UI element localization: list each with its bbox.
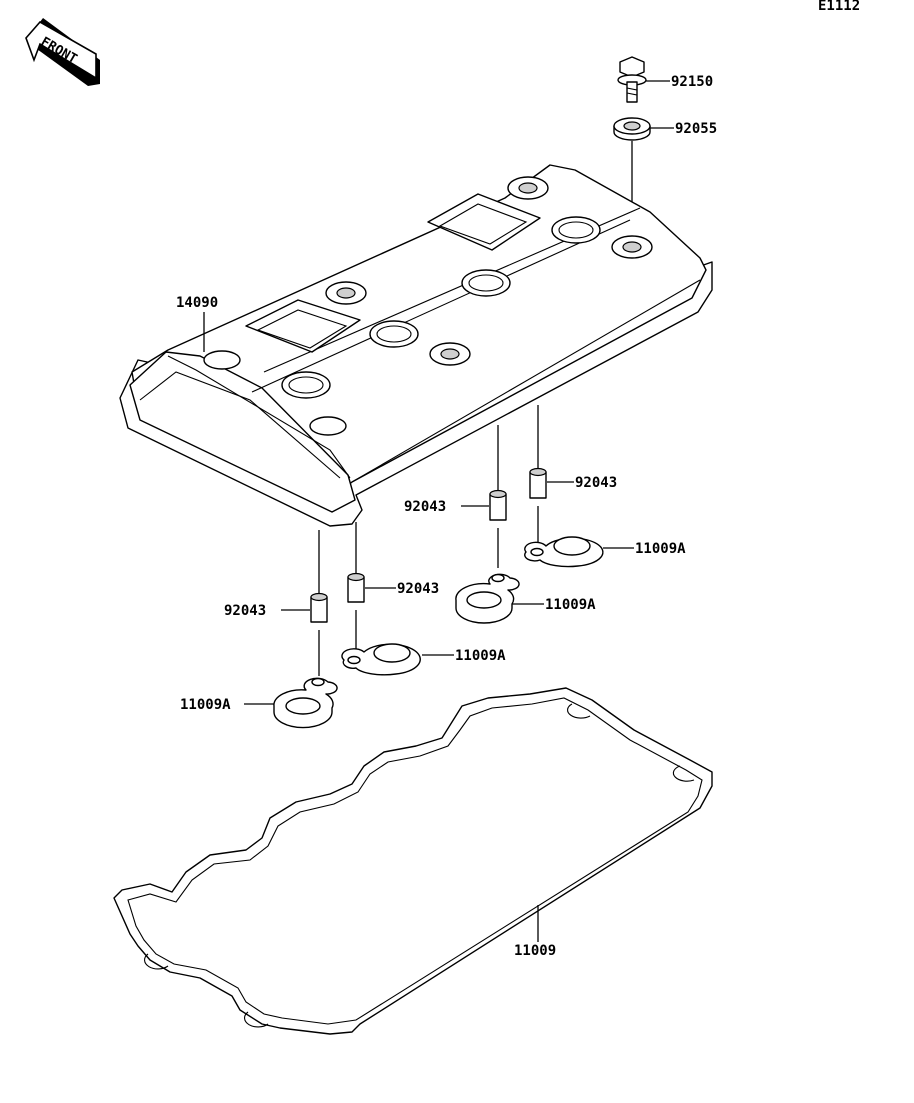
label-92055: 92055 <box>675 121 717 137</box>
collar-92043-left-upper <box>347 572 365 603</box>
label-92043-right-lower: 92043 <box>404 499 446 515</box>
seal-11009a-left-upper <box>341 643 421 676</box>
collar-92043-right-lower <box>489 489 507 521</box>
label-11009a-left-upper: 11009A <box>455 648 506 664</box>
front-arrow-icon: FRONT <box>25 18 100 86</box>
label-14090: 14090 <box>176 295 218 311</box>
cylinder-head-cover-14090 <box>119 164 713 527</box>
bolt-92150 <box>617 56 647 103</box>
seal-11009a-right-upper <box>524 536 604 568</box>
seal-11009a-left-lower <box>273 677 338 729</box>
seal-11009a-right-lower <box>455 573 520 624</box>
washer-92055 <box>613 117 651 141</box>
collar-92043-left-lower <box>310 592 328 623</box>
label-92043-right-upper: 92043 <box>575 475 617 491</box>
collar-92043-right-upper <box>529 467 547 499</box>
label-92043-left-upper: 92043 <box>397 581 439 597</box>
diagram-code: E1112 <box>818 0 860 14</box>
label-11009a-right-lower: 11009A <box>545 597 596 613</box>
label-11009: 11009 <box>514 943 556 959</box>
gasket-11009 <box>113 687 713 1035</box>
label-11009a-left-lower: 11009A <box>180 697 231 713</box>
label-92150: 92150 <box>671 74 713 90</box>
label-92043-left-lower: 92043 <box>224 603 266 619</box>
label-11009a-right-upper: 11009A <box>635 541 686 557</box>
